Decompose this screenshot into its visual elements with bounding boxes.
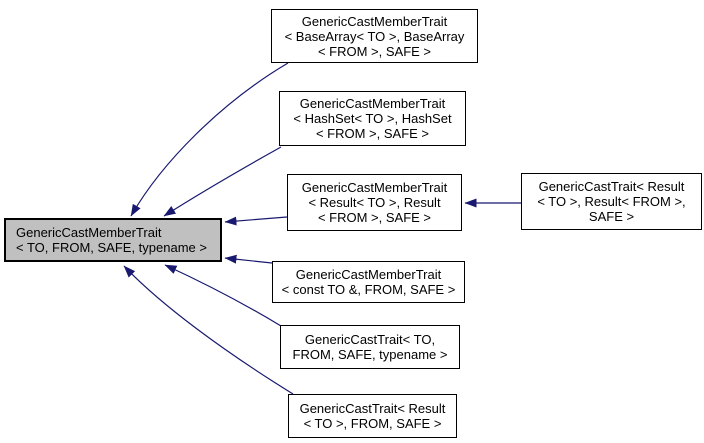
node-label-line: < HashSet< TO >, HashSet [293, 111, 452, 126]
inheritance-arrow-hash-set [163, 146, 282, 217]
node-generic-cast-member-trait-main: GenericCastMemberTrait < TO, FROM, SAFE,… [4, 218, 222, 262]
node-label-line: < FROM >, SAFE > [317, 43, 432, 59]
node-hash-set-specialization[interactable]: GenericCastMemberTrait < HashSet< TO >, … [279, 91, 466, 146]
node-result-member-specialization[interactable]: GenericCastMemberTrait < Result< TO >, R… [287, 174, 462, 231]
node-label-line: < BaseArray< TO >, BaseArray [284, 28, 465, 44]
inheritance-arrow-const-to-ref [224, 254, 273, 264]
node-label-line: < FROM >, SAFE > [317, 210, 432, 225]
node-base-array-specialization[interactable]: GenericCastMemberTrait < BaseArray< TO >… [271, 9, 478, 63]
node-const-to-ref-specialization[interactable]: GenericCastMemberTrait < const TO &, FRO… [272, 261, 465, 303]
node-label-line: GenericCastMemberTrait [301, 180, 448, 195]
node-label-line: GenericCastMemberTrait [301, 13, 448, 29]
inheritance-arrow-cast-trait-result [123, 265, 294, 395]
node-label-line: GenericCastMemberTrait [299, 96, 446, 111]
node-label-line: GenericCastMemberTrait [295, 267, 442, 282]
node-cast-trait-result-full[interactable]: GenericCastTrait< Result < TO >, Result<… [521, 173, 702, 230]
node-label-line: GenericCastTrait< Result [538, 179, 685, 194]
node-label-line: < Result< TO >, Result [308, 195, 441, 210]
node-label-line: GenericCastTrait< Result [299, 401, 446, 416]
node-label-line: GenericCastMemberTrait [16, 225, 162, 240]
node-label-line: < FROM >, SAFE > [315, 126, 430, 141]
node-label-line: FROM, SAFE, typename > [292, 347, 448, 362]
inheritance-arrow-result-member [224, 216, 288, 226]
inheritance-arrow-cast-trait-typename [164, 264, 282, 327]
node-label-line: < TO >, FROM, SAFE > [303, 416, 442, 431]
node-label-line: < TO, FROM, SAFE, typename > [16, 240, 207, 255]
node-cast-trait-result[interactable]: GenericCastTrait< Result < TO >, FROM, S… [288, 394, 457, 438]
node-label-line: SAFE > [588, 209, 635, 224]
node-cast-trait-typename[interactable]: GenericCastTrait< TO, FROM, SAFE, typena… [280, 325, 460, 369]
inheritance-arrow-base-array [130, 62, 289, 217]
node-label-line: < const TO &, FROM, SAFE > [281, 282, 456, 297]
node-label-line: GenericCastTrait< TO, [304, 332, 436, 347]
node-label-line: < TO >, Result< FROM >, [537, 194, 686, 209]
